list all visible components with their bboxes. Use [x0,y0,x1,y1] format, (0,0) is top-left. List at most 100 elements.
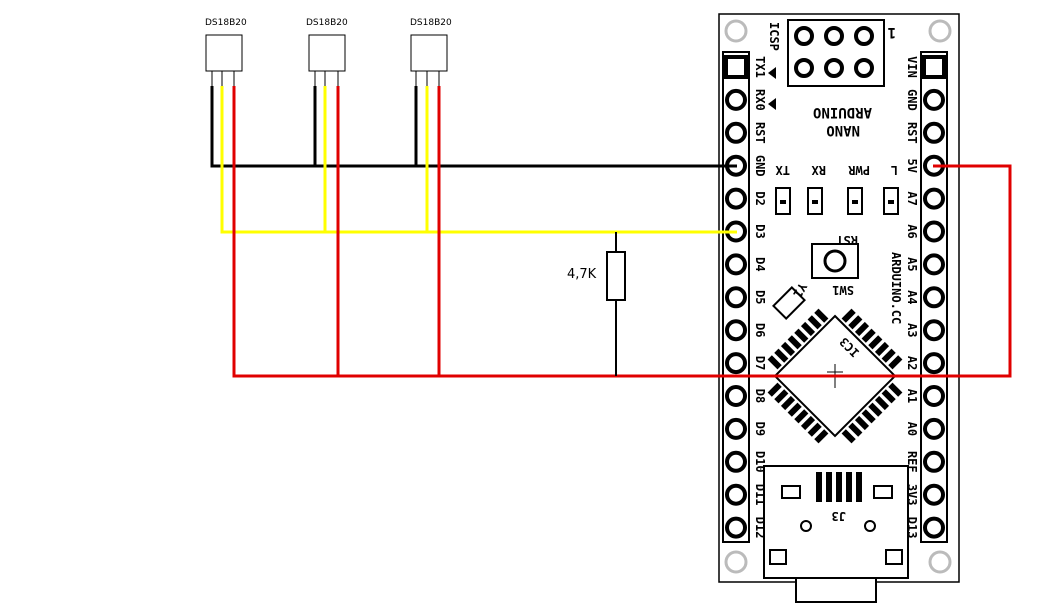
sensor-1: DS18B20 [205,18,247,86]
chip-pin [888,382,903,397]
right-pin-a7: A7 [905,187,945,210]
left-pin-label: D2 [753,191,767,205]
left-pin-d11: D11 [725,483,767,506]
chip-pin [861,409,876,424]
left-pin-d2: D2 [725,187,767,210]
left-pin-d7: D7 [725,352,767,375]
right-pin-a1: A1 [905,385,945,407]
icsp-label: ICSP [767,22,781,51]
chip-pin [794,409,809,424]
right-pin-a5: A5 [905,253,945,276]
gnd-wire [210,86,737,168]
right-pin-label: A0 [905,422,919,436]
left-pin-label: RST [753,122,767,144]
chip-pin [874,395,890,411]
led-tx: TX [775,163,823,215]
chip-pin [807,422,822,437]
right-pin-label: D13 [905,517,919,539]
left-pin-d9: D9 [725,417,767,440]
left-pin-rst: RST [725,121,767,144]
chip-pin [841,429,856,444]
switch-label: SW1 [832,283,854,297]
left-pin-label: D4 [753,257,767,271]
chip-pin [780,395,796,411]
left-pin-label: D9 [753,422,767,436]
crystal: Y1 [772,281,810,320]
right-pin-label: RST [905,122,919,144]
data-wire [220,86,737,234]
sensor-1-label: DS18B20 [205,18,247,28]
left-pin-d6: D6 [725,319,767,342]
left-pin-tx1: TX1 [724,55,767,79]
left-pin-d4: D4 [725,253,767,276]
usb-label: J3 [832,509,846,523]
left-pin-label: D3 [753,224,767,238]
chip-pin [774,389,789,404]
chip-pin [814,308,829,323]
chip-pin [807,315,822,330]
board-website: ARDUINO.CC [889,252,903,324]
left-pin-label: D12 [753,517,767,539]
left-pin-d12: D12 [725,516,767,539]
chip-pin [868,402,883,417]
sensor-2: DS18B20 [306,18,348,86]
resistor-label: 4,7K [567,267,597,282]
led-rx: RX [775,163,826,215]
left-pin-d8: D8 [725,385,767,407]
right-pin-label: A1 [905,389,919,403]
vcc-wire [232,86,1012,378]
icsp-header: ICSP 1 [767,19,896,110]
right-pin-label: 5V [905,158,919,172]
chip-pin [848,422,863,437]
left-pin-label: D6 [753,323,767,337]
right-pin-ref: REF [905,450,945,473]
left-pin-d5: D5 [725,286,767,309]
left-pin-label: D8 [753,389,767,403]
left-pin-label: GND [753,155,767,177]
right-pin-label: A7 [905,191,919,205]
chip-pin [794,328,809,343]
right-pin-label: GND [905,89,919,111]
chip-pin [774,348,789,363]
right-pin-3v3: 3V3 [905,483,945,506]
left-pin-d10: D10 [725,450,767,473]
chip-pin [767,382,782,397]
right-pin-label: 3V3 [905,484,919,506]
right-pin-a4: A4 [905,286,945,309]
left-pin-label: TX1 [753,56,767,78]
led-pwr-label: PWR [848,163,870,177]
right-pin-rst: RST [905,121,945,144]
right-pin-label: A3 [905,323,919,337]
sensor-3-label: DS18B20 [410,18,452,28]
right-pin-a0: A0 [905,417,945,440]
arduino-nano-board: ICSP 1 ARDUINO NANO TX RX PWR [718,13,960,603]
board-name-nano: NANO [826,122,860,138]
right-pin-a3: A3 [905,319,945,342]
chip-pin [881,389,896,404]
led-rx-label: RX [811,163,826,177]
chip-pin [881,348,896,363]
usb-connector: J3 [763,465,909,603]
right-pin-d13: D13 [905,516,945,539]
chip-pin [841,308,856,323]
chip-pin [767,355,782,370]
led-pwr: PWR [847,163,870,215]
chip-pin [787,335,802,350]
icsp-pin1-label: 1 [888,24,896,40]
chip-pin [854,415,870,431]
right-pin-label: A5 [905,257,919,271]
chip-pin [800,321,816,337]
chip-pin [874,341,890,357]
reset-button: RST SW1 [811,233,859,297]
pullup-resistor: 4,7K [567,232,626,376]
crystal-label: Y1 [790,281,809,301]
chip-pin [814,429,829,444]
chip-pin [800,415,816,431]
right-pin-label: A4 [905,290,919,304]
left-pin-label: D11 [753,484,767,506]
chip-pin [780,341,796,357]
right-pin-label: REF [905,451,919,473]
right-pin-label: A2 [905,356,919,370]
chip-pin [854,321,870,337]
sensor-2-label: DS18B20 [306,18,348,28]
